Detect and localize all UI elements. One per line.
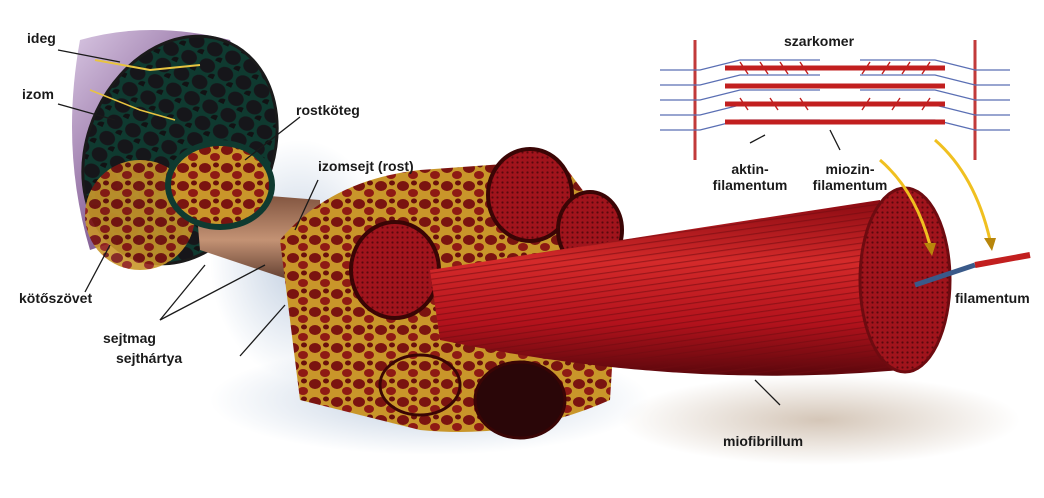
label-rostkoteg: rostköteg (296, 102, 360, 118)
label-sejthartya: sejthártya (116, 350, 182, 366)
label-izomsejt: izomsejt (rost) (318, 158, 414, 174)
sarcomere-diagram (660, 40, 1010, 160)
label-aktin-line2: filamentum (700, 177, 800, 193)
label-miozin-filamentum: miozin- filamentum (800, 161, 900, 193)
label-ideg: ideg (27, 30, 56, 46)
label-filamentum: filamentum (955, 290, 1030, 306)
label-izom: izom (22, 86, 54, 102)
label-szarkomer: szarkomer (784, 33, 854, 49)
label-sejtmag: sejtmag (103, 330, 156, 346)
label-miofibrillum: miofibrillum (723, 433, 803, 449)
label-kotoszovet: kötőszövet (19, 290, 92, 306)
label-aktin-line1: aktin- (700, 161, 800, 177)
label-miozin-line2: filamentum (800, 177, 900, 193)
shadow (620, 375, 1020, 465)
label-miozin-line1: miozin- (800, 161, 900, 177)
label-aktin-filamentum: aktin- filamentum (700, 161, 800, 193)
